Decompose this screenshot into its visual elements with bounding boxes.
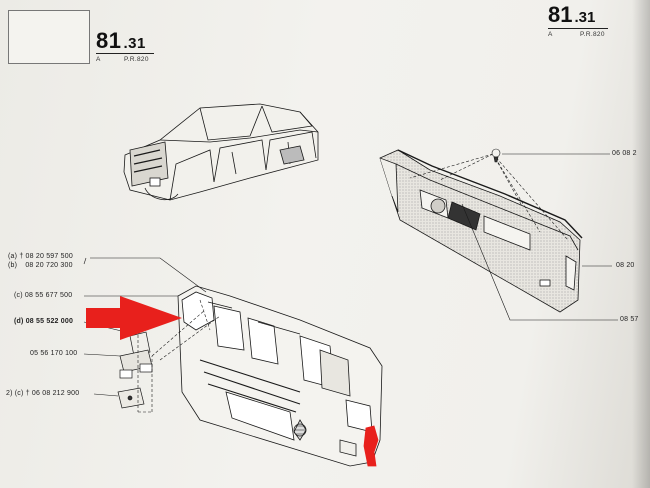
header-rule bbox=[96, 53, 154, 54]
header-sub-left: A bbox=[96, 56, 101, 63]
right-header-sub-right: P.R.820 bbox=[580, 31, 605, 38]
part-ref-b: (b) 08 20 720 300 bbox=[8, 262, 73, 269]
brackets bbox=[117, 331, 153, 409]
right-header-sub-left: A bbox=[548, 31, 553, 38]
front-panel bbox=[177, 285, 383, 467]
part-ref-e: 05 56 170 100 bbox=[30, 350, 78, 357]
page-edge-shadow bbox=[632, 0, 650, 488]
car-body-shell bbox=[123, 103, 319, 201]
highlighted-section bbox=[363, 425, 379, 467]
rear-callouts bbox=[409, 148, 618, 321]
right-header-rule bbox=[548, 28, 608, 29]
right-page-number: 81.31 bbox=[548, 2, 596, 27]
page-number: 81.31 bbox=[96, 28, 146, 53]
section-thumbnail bbox=[8, 10, 90, 64]
rear-panel bbox=[379, 149, 583, 313]
right-ref-1: 06 08 2 bbox=[612, 150, 637, 157]
right-ref-3: 08 57 bbox=[620, 316, 639, 323]
part-ref-c: (c) 08 55 677 500 bbox=[14, 292, 73, 299]
part-ref-d: (d) 08 55 522 000 bbox=[14, 318, 74, 325]
part-ref-f: 2) (c) † 06 08 212 900 bbox=[6, 390, 80, 397]
red-arrow-icon bbox=[86, 296, 182, 340]
part-ref-a: (a) † 08 20 597 500 bbox=[8, 253, 73, 260]
right-ref-2: 08 20 bbox=[616, 262, 635, 269]
header-sub-right: P.R.820 bbox=[124, 56, 149, 63]
